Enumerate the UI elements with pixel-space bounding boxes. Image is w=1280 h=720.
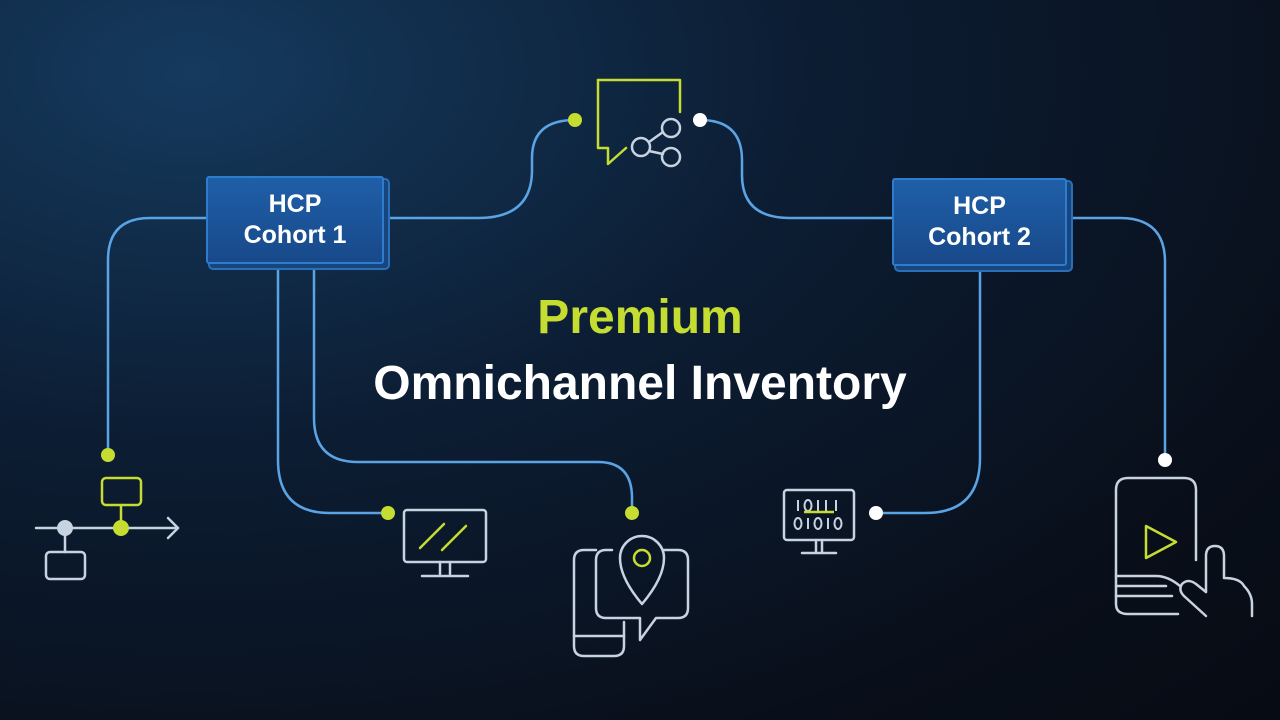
binary-digits	[793, 499, 843, 530]
dot-chat-left	[568, 113, 582, 127]
dot-flowchart	[101, 448, 115, 462]
binary-monitor-icon	[782, 488, 856, 555]
flowchart-node-accent	[113, 520, 129, 536]
connector-cohort1-flowchart	[106, 216, 208, 457]
cohort-2-line-1: HCP	[953, 192, 1006, 220]
title-main: Omnichannel Inventory	[373, 357, 907, 410]
connector-cohort1-location	[312, 266, 634, 515]
location-chat-icon	[572, 534, 690, 658]
hcp-cohort-2-box: HCP Cohort 2	[892, 178, 1067, 266]
cohort-1-line-1: HCP	[268, 190, 322, 218]
dot-binary	[869, 506, 883, 520]
chat-share-icon	[596, 78, 682, 168]
connector-chat-cohort2	[698, 118, 894, 220]
connector-cohort2-binary	[874, 264, 982, 515]
dot-tablet	[1158, 453, 1172, 467]
desktop-monitor-icon	[402, 508, 488, 578]
connector-cohort1-chat	[382, 118, 577, 220]
dot-monitor	[381, 506, 395, 520]
flowchart-node	[57, 520, 73, 536]
connector-cohort1-monitor	[276, 262, 390, 515]
connector-cohort2-tablet	[1065, 216, 1167, 462]
cohort-1-line-2: Cohort 1	[243, 221, 347, 249]
hcp-cohort-1-box: HCP Cohort 1	[206, 176, 384, 264]
title-highlight: Premium	[537, 291, 743, 344]
dot-location	[625, 506, 639, 520]
dot-chat-right	[693, 113, 707, 127]
tablet-play-icon	[1114, 476, 1254, 618]
cohort-2-line-2: Cohort 2	[928, 223, 1031, 251]
